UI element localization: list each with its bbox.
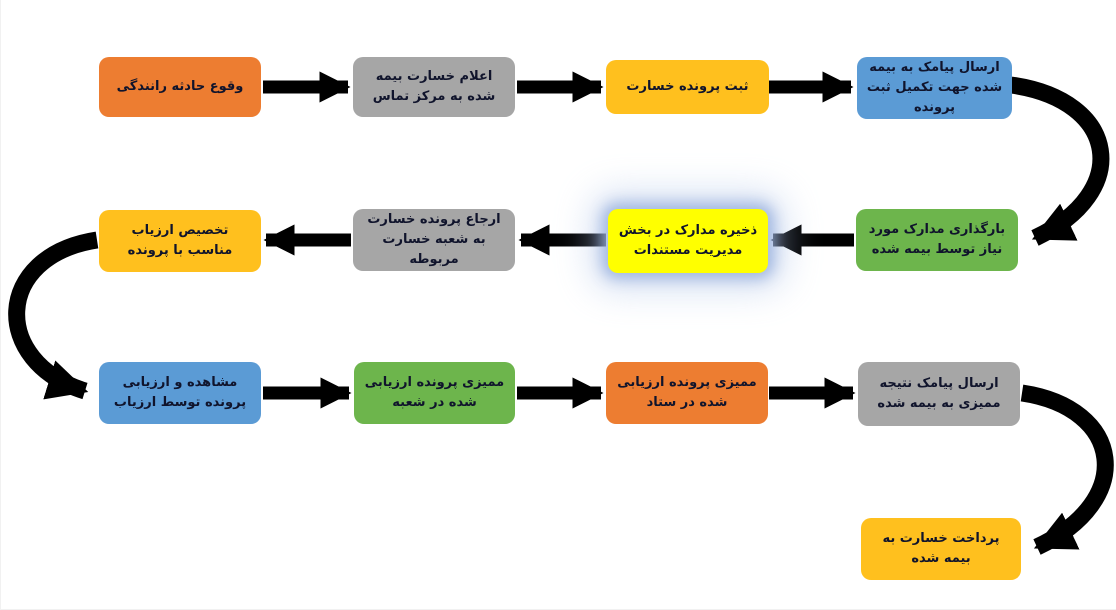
node-claim-payment: پرداخت خسارت به بیمه شده: [861, 518, 1021, 580]
node-claim-report-call-center: اعلام خسارت بیمه شده به مرکز تماس: [353, 57, 515, 117]
node-assessor-review: مشاهده و ارزیابی پرونده توسط ارزیاب: [99, 362, 261, 424]
node-store-documents-dms: ذخیره مدارک در بخش مدیریت مستندات: [608, 209, 768, 273]
curved-arrow-smsresult-to-payment: [1020, 384, 1114, 555]
node-upload-required-documents: بارگذاری مدارک مورد نیاز توسط بیمه شده: [856, 209, 1018, 271]
node-sms-complete-registration: ارسال پیامک به بیمه شده جهت تکمیل ثبت پر…: [857, 57, 1012, 119]
node-audit-in-hq: ممیزی پرونده ارزیابی شده در ستاد: [606, 362, 768, 424]
curved-arrow-assign-to-review: [8, 231, 99, 400]
node-refer-file-to-branch: ارجاع پرونده خسارت به شعبه خسارت مربوطه: [353, 209, 515, 271]
node-audit-in-branch: ممیزی پرونده ارزیابی شده در شعبه: [354, 362, 515, 424]
node-accident-occurrence: وقوع حادثه رانندگی: [99, 57, 261, 117]
node-assign-assessor: تخصیص ارزیاب مناسب با پرونده: [99, 210, 261, 272]
node-sms-audit-result: ارسال پیامک نتیجه ممیزی به بیمه شده: [858, 362, 1020, 426]
node-claim-file-registration: ثبت پرونده خسارت: [606, 60, 769, 114]
curved-arrow-sms-to-upload: [1009, 76, 1110, 246]
